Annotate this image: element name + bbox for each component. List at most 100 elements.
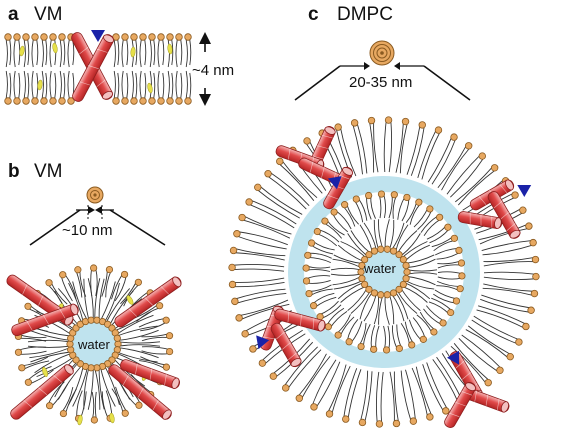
lipid-head (525, 222, 533, 230)
lipid-head (245, 198, 253, 206)
lipid-head (419, 335, 427, 343)
lipid-head (165, 332, 174, 340)
helix-cylinder-icon (487, 191, 521, 239)
lipid-tail (87, 368, 94, 410)
panel-b-letter: b (8, 161, 20, 182)
micelle-b (6, 264, 182, 426)
lipid-head (58, 97, 66, 105)
helix-stripe (152, 400, 159, 411)
panel-a-letter: a (8, 4, 19, 25)
size-label-c: 20-35 nm (349, 74, 412, 91)
lipid-tail (36, 39, 39, 66)
lipid-tail (30, 351, 72, 363)
lipid-tail (383, 119, 387, 173)
size-bracket-b (29, 205, 166, 246)
lipid-tail (63, 39, 66, 66)
size-bracket-c (294, 62, 471, 101)
lipid-tail (116, 314, 154, 336)
lipid-tail (50, 281, 68, 305)
lipid-tail (27, 345, 71, 348)
helix-stripe (79, 46, 89, 55)
lipid-tail (180, 39, 183, 66)
lipid-head (276, 157, 284, 166)
helix-cylinder-icon (11, 303, 79, 337)
helix-stripe (478, 196, 487, 205)
lipid-head (325, 410, 334, 418)
helix-stripe (491, 216, 493, 228)
helix-stripe (96, 48, 108, 53)
lipid-head (304, 251, 312, 259)
panel-b-title: VM (34, 161, 63, 182)
lipid-tail (157, 39, 160, 68)
lipid-head (295, 394, 304, 402)
lipid-tail (162, 72, 165, 99)
lipid-tail (233, 252, 285, 261)
lipid-tail (116, 325, 158, 337)
lipid-tail (162, 39, 165, 66)
lipid-head (13, 33, 21, 41)
lipid-tail (234, 288, 286, 300)
lipid-head (121, 409, 129, 417)
lipid-head (156, 302, 164, 310)
lipid-head (370, 345, 378, 353)
lipid-head (452, 297, 461, 305)
lipid-tail (175, 39, 178, 68)
lipid-head (105, 265, 114, 274)
lipid-head (361, 280, 369, 289)
lipid-tail (269, 171, 310, 206)
blue-triangle-icon (256, 335, 270, 350)
lipid-head (307, 239, 316, 247)
helix-stripe (160, 286, 169, 295)
lipid-tail (141, 346, 170, 351)
lipid-head (377, 190, 386, 198)
lipid-tail (483, 261, 536, 267)
lipid-tail (417, 129, 437, 178)
size-label-b: ~10 nm (62, 222, 112, 239)
large-particle-icon (369, 40, 395, 66)
panel-a-title: VM (34, 4, 63, 25)
helix-stripe (23, 400, 33, 408)
lipid-tail (249, 199, 297, 225)
helix-stripe (316, 145, 328, 149)
lipid-tail (482, 244, 534, 256)
yellow-molecule (109, 412, 115, 424)
lipid-tail (36, 356, 75, 378)
lipid-head (235, 314, 243, 322)
helix-stripe (485, 394, 489, 406)
lipid-tail (18, 350, 47, 355)
lipid-tail (478, 223, 529, 241)
lipid-tail (327, 364, 347, 414)
lipid-tail (399, 121, 409, 174)
lipid-head (434, 126, 443, 134)
helix-cylinder-icon (444, 382, 477, 428)
helix-stripe (22, 284, 28, 295)
lipid-tail (368, 120, 375, 173)
lipid-tail (455, 165, 494, 203)
helix-end (505, 179, 514, 191)
helix-stripe (300, 314, 302, 326)
lipid-head (321, 217, 329, 225)
helix-stripe (26, 320, 33, 331)
lipid-tail (167, 70, 170, 99)
helix-end (103, 34, 115, 44)
yellow-molecule (167, 43, 173, 55)
lipid-head (478, 152, 486, 160)
lipid-head (14, 348, 23, 356)
lipid-head (367, 116, 376, 125)
water-label-c: water (363, 261, 396, 276)
lipid-head (45, 279, 53, 287)
lipid-head (361, 255, 369, 264)
helix-stripe (288, 352, 297, 361)
lipid-tail (421, 130, 441, 180)
lipid-tail (241, 219, 291, 239)
helix-stripe (500, 212, 509, 220)
lipid-head (148, 97, 156, 105)
lipid-head (282, 384, 290, 392)
panel-c: c DMPC 20-35 nm water (228, 4, 540, 428)
lipid-tail (446, 154, 481, 195)
lipid-head (112, 97, 120, 105)
lipid-bilayer (4, 33, 192, 105)
lipid-tail (406, 124, 421, 175)
lipid-tail (236, 235, 287, 250)
helix-end (324, 126, 336, 135)
